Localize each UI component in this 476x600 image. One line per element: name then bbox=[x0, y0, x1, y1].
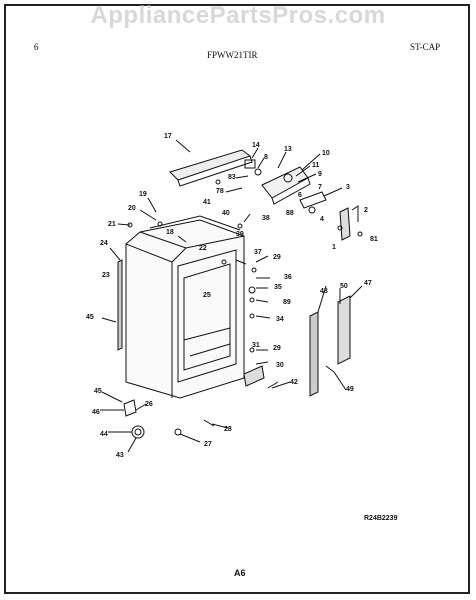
shelf-rail-part bbox=[309, 311, 319, 397]
callout-34: 34 bbox=[276, 316, 284, 323]
drawing-code: R24B2239 bbox=[364, 515, 398, 522]
callout-4: 4 bbox=[320, 216, 324, 223]
callout-21: 21 bbox=[108, 221, 116, 228]
callout-81: 81 bbox=[370, 236, 378, 243]
callout-43: 43 bbox=[116, 452, 124, 459]
callout-35: 35 bbox=[274, 284, 282, 291]
callout-39: 39 bbox=[236, 231, 244, 238]
callout-8: 8 bbox=[264, 154, 268, 161]
page-number: 6 bbox=[34, 42, 39, 52]
callout-29-upper: 29 bbox=[273, 254, 281, 261]
callout-88: 88 bbox=[286, 210, 294, 217]
callout-1: 1 bbox=[332, 244, 336, 251]
callout-47: 47 bbox=[364, 280, 372, 287]
callout-25: 25 bbox=[203, 292, 211, 299]
callout-38: 38 bbox=[262, 215, 270, 222]
callout-27: 27 bbox=[204, 441, 212, 448]
callout-42: 42 bbox=[290, 379, 298, 386]
model-number: FPWW21TIR bbox=[207, 50, 258, 60]
callout-3: 3 bbox=[346, 184, 350, 191]
callout-83: 83 bbox=[228, 174, 236, 181]
callout-14: 14 bbox=[252, 142, 260, 149]
page-border bbox=[4, 4, 470, 594]
callout-41: 41 bbox=[203, 199, 211, 206]
callout-48: 48 bbox=[320, 288, 328, 295]
callout-46: 46 bbox=[92, 409, 100, 416]
callout-49: 49 bbox=[346, 386, 354, 393]
section-code: ST-CAP bbox=[410, 42, 441, 52]
callout-26: 26 bbox=[145, 401, 153, 408]
callout-19: 19 bbox=[139, 191, 147, 198]
callout-6: 6 bbox=[298, 192, 302, 199]
watermark: AppliancePartsPros.com bbox=[90, 2, 386, 29]
callout-28: 28 bbox=[224, 426, 232, 433]
callout-44: 44 bbox=[100, 431, 108, 438]
callout-10: 10 bbox=[322, 150, 330, 157]
callout-50: 50 bbox=[340, 283, 348, 290]
shelf-rail-part bbox=[337, 295, 351, 365]
callout-13: 13 bbox=[284, 146, 292, 153]
callout-89: 89 bbox=[283, 299, 291, 306]
callout-40: 40 bbox=[222, 210, 230, 217]
callout-31: 31 bbox=[252, 342, 260, 349]
callout-30: 30 bbox=[276, 362, 284, 369]
cabinet-part bbox=[125, 219, 245, 399]
callout-36: 36 bbox=[284, 274, 292, 281]
callout-9: 9 bbox=[318, 171, 322, 178]
callout-2: 2 bbox=[364, 207, 368, 214]
bracket-part bbox=[339, 207, 351, 241]
callout-23: 23 bbox=[102, 272, 110, 279]
callout-20: 20 bbox=[128, 205, 136, 212]
page-ref: A6 bbox=[234, 568, 246, 578]
callout-29-lower: 29 bbox=[273, 345, 281, 352]
callout-45-upper: 45 bbox=[86, 314, 94, 321]
callout-78: 78 bbox=[216, 188, 224, 195]
callout-22: 22 bbox=[199, 245, 207, 252]
callout-11: 11 bbox=[312, 162, 320, 169]
callout-24: 24 bbox=[100, 240, 108, 247]
callout-17: 17 bbox=[164, 133, 172, 140]
callout-18: 18 bbox=[166, 229, 174, 236]
callout-7: 7 bbox=[318, 184, 322, 191]
callout-45-lower: 45 bbox=[94, 388, 102, 395]
callout-37: 37 bbox=[254, 249, 262, 256]
